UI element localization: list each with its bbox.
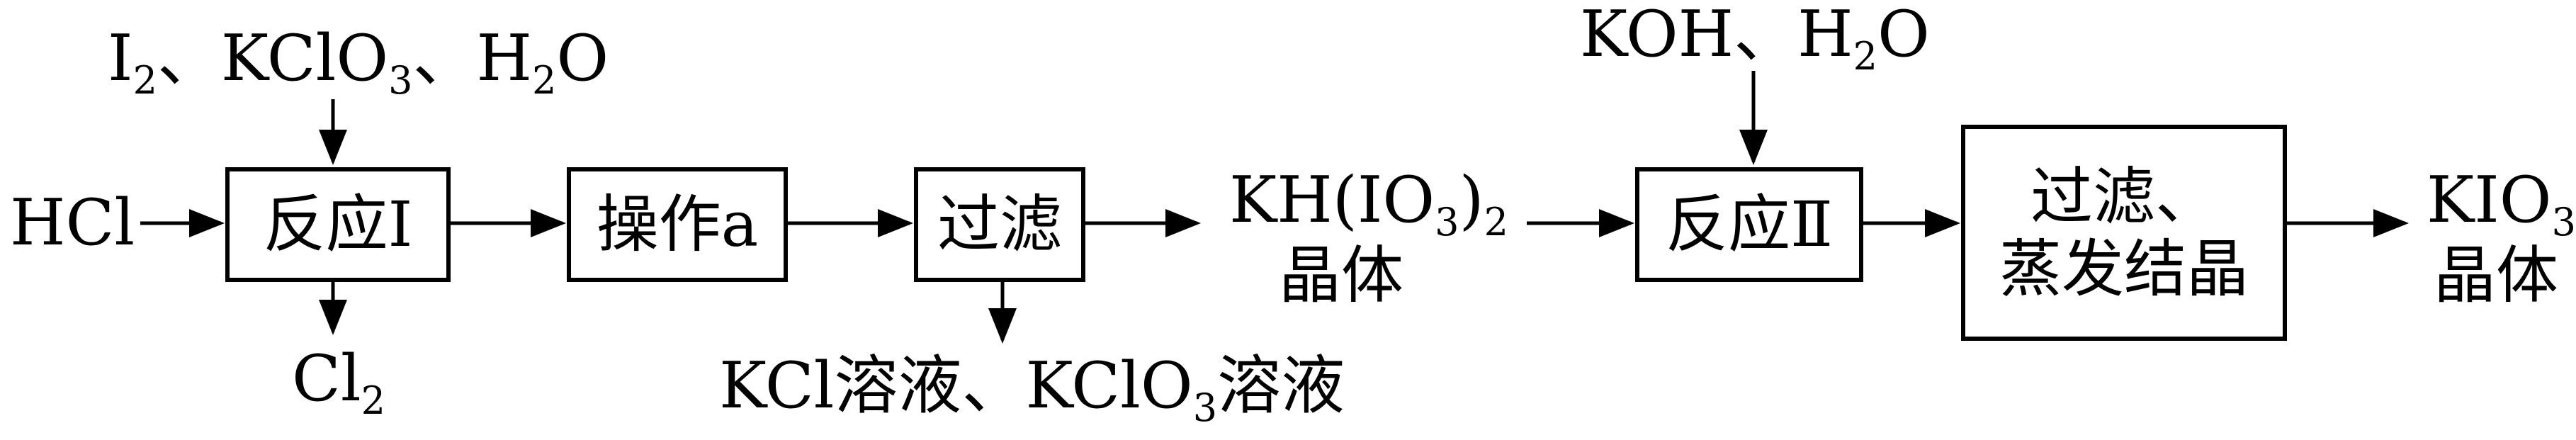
filter-evap-line1: 过滤、 [2030, 160, 2218, 234]
reaction1-reagents-label: I2、KClO3、H2O [108, 21, 609, 103]
operation-a-box: 操作a [567, 167, 788, 282]
operation-a-label: 操作a [596, 188, 759, 261]
filter-evap-box: 过滤、 蒸发结晶 [1961, 125, 2287, 341]
intermediate-label: KH(IO3)2 [1229, 163, 1509, 244]
filter-label: 过滤 [937, 188, 1062, 261]
reaction1-label: 反应Ⅰ [263, 188, 413, 261]
intermediate-crystal-label: 晶体 [1279, 239, 1404, 312]
product-label: KIO3 [2427, 163, 2576, 244]
filtrate-label: KCl溶液、KClO3溶液 [719, 349, 1345, 430]
reaction2-label: 反应Ⅱ [1666, 188, 1833, 261]
reaction2-reagents-label: KOH、H2O [1580, 0, 1930, 79]
filter-evap-line2: 蒸发结晶 [1999, 232, 2249, 305]
reaction2-box: 反应Ⅱ [1635, 167, 1863, 282]
reaction1-box: 反应Ⅰ [225, 167, 451, 282]
filter-box: 过滤 [914, 167, 1085, 282]
cl2-label: Cl2 [292, 342, 386, 423]
hcl-label: HCl [10, 186, 135, 260]
product-crystal-label: 晶体 [2434, 239, 2559, 312]
